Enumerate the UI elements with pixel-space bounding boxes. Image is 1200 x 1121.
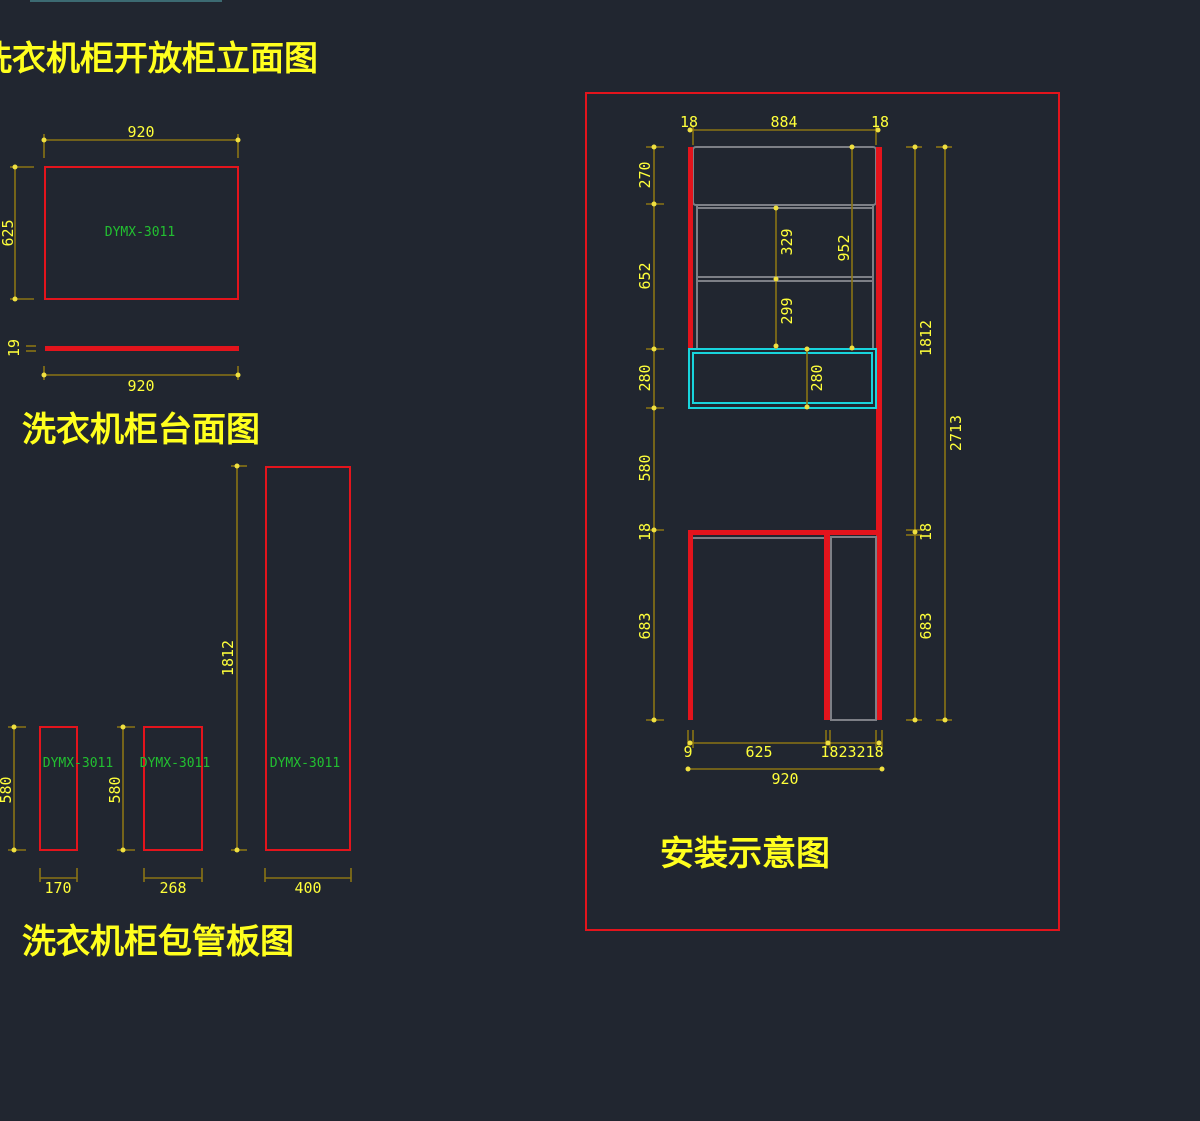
dim-label: 299 <box>778 297 796 324</box>
dim-panel-height: 580 <box>0 776 15 803</box>
dim-label: 952 <box>835 234 853 261</box>
dim-overall-width: 920 <box>771 770 798 788</box>
pipe-panel-3: DYMX-3011 1812 400 <box>219 463 352 897</box>
part-code-label: DYMX-3011 <box>105 225 175 240</box>
title-countertop: 洗衣机柜台面图 <box>22 410 260 450</box>
countertop-top-view: 920 DYMX-3011 625 <box>0 123 241 302</box>
installation-left-dimensions: 270 652 280 580 18 683 <box>636 144 664 723</box>
installation-bottom-dimensions: 9 625 1823218 920 <box>683 730 885 788</box>
installation-frame <box>585 92 1060 931</box>
pipe-panel-1: DYMX-3011 580 170 <box>0 724 113 897</box>
dim-countertop-width-bottom: 920 <box>127 377 154 395</box>
part-code-label: DYMX-3011 <box>140 756 210 771</box>
dim-label: 652 <box>636 262 654 289</box>
dim-countertop-depth: 625 <box>0 219 17 246</box>
dim-label: 1823218 <box>820 743 883 761</box>
title-installation: 安装示意图 <box>660 834 830 874</box>
dim-countertop-thickness: 19 <box>5 339 23 357</box>
drawer <box>688 348 877 409</box>
part-code-label: DYMX-3011 <box>43 756 113 771</box>
dim-panel-width: 400 <box>294 879 321 897</box>
installation-right-dimensions: 1812 18 683 2713 <box>906 144 965 723</box>
dim-label: 18 <box>871 113 889 131</box>
countertop-edge <box>45 346 239 351</box>
dim-label: 1812 <box>917 320 935 356</box>
dim-label: 18 <box>636 523 654 541</box>
dim-panel-width: 268 <box>159 879 186 897</box>
countertop-outline <box>44 166 239 300</box>
dim-label: 9 <box>683 743 692 761</box>
dim-label: 683 <box>917 612 935 639</box>
installation-cabinet <box>688 146 882 721</box>
countertop-edge-view: 19 920 <box>5 339 241 395</box>
installation-top-dimensions: 18 884 18 <box>680 113 889 145</box>
pipe-panel-2: DYMX-3011 580 268 <box>106 724 210 897</box>
dim-label: 2713 <box>947 415 965 451</box>
dim-label: 884 <box>770 113 797 131</box>
dim-label: 18 <box>680 113 698 131</box>
dim-panel-height: 1812 <box>219 640 237 676</box>
title-open-cabinet-elevation: 洗衣机柜开放柜立面图 <box>0 39 318 79</box>
dim-countertop-width: 920 <box>127 123 154 141</box>
dim-label: 625 <box>745 743 772 761</box>
dim-label: 18 <box>917 523 935 541</box>
dim-panel-height: 580 <box>106 776 124 803</box>
dim-label: 580 <box>636 454 654 481</box>
title-pipe-panel: 洗衣机柜包管板图 <box>22 922 294 962</box>
part-code-label: DYMX-3011 <box>270 756 340 771</box>
dim-panel-width: 170 <box>44 879 71 897</box>
toolbar-edge <box>30 0 222 2</box>
dim-label: 280 <box>636 364 654 391</box>
dim-label: 329 <box>778 228 796 255</box>
dim-label: 280 <box>808 364 826 391</box>
installation-inner-dimensions: 329 299 952 280 <box>773 144 855 410</box>
dim-label: 683 <box>636 612 654 639</box>
dim-label: 270 <box>636 161 654 188</box>
